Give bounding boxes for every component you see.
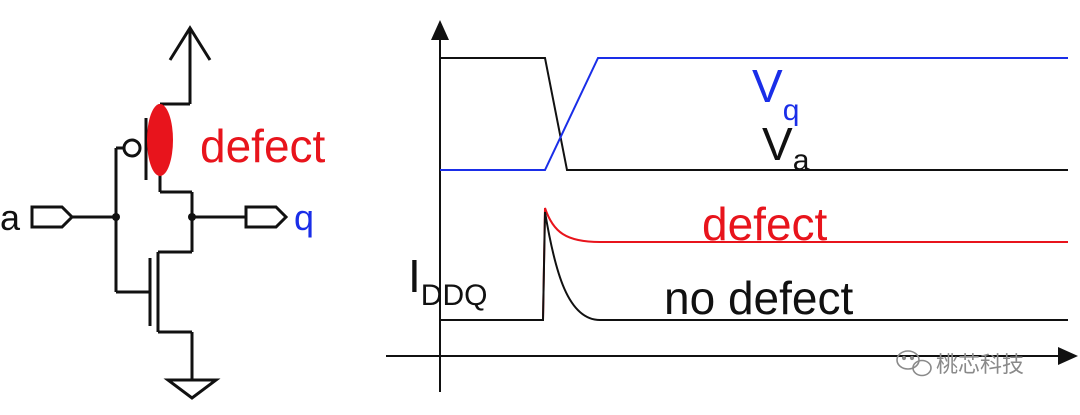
defect-marker <box>147 104 173 176</box>
va-waveform <box>440 57 1068 171</box>
nmos-transistor <box>116 250 194 380</box>
iddq-defect-label: defect <box>702 198 828 250</box>
defect-label: defect <box>200 120 326 172</box>
input-junction <box>112 213 120 221</box>
output-label: q <box>294 197 314 238</box>
output-port-icon <box>244 205 289 229</box>
x-axis <box>386 347 1078 365</box>
watermark-text: 桃芯科技 <box>936 353 1024 378</box>
vq-label: Vq <box>752 60 799 127</box>
vq-waveform <box>440 57 1068 171</box>
iddq-label: IDDQ <box>408 250 487 312</box>
output-junction <box>188 213 196 221</box>
waveform-plot: Vq Va IDDQ defect no defect <box>386 20 1078 392</box>
iddq-no-defect-label: no defect <box>664 272 853 324</box>
inverter-circuit <box>30 25 289 400</box>
iddq-no-defect-waveform <box>440 211 1068 321</box>
pmos-gate-bubble <box>122 138 142 158</box>
ground-icon <box>163 378 221 400</box>
y-axis <box>431 20 449 392</box>
va-label: Va <box>762 118 810 177</box>
vdd-arrow-icon <box>168 25 212 104</box>
y-axis-arrow-icon <box>431 20 449 40</box>
iddq-defect-waveform <box>440 207 1068 321</box>
input-port-icon <box>30 205 75 229</box>
watermark: 桃芯科技 <box>896 350 1024 378</box>
x-axis-arrow-icon <box>1058 347 1078 365</box>
wechat-icon <box>896 350 932 377</box>
input-label: a <box>0 197 21 238</box>
